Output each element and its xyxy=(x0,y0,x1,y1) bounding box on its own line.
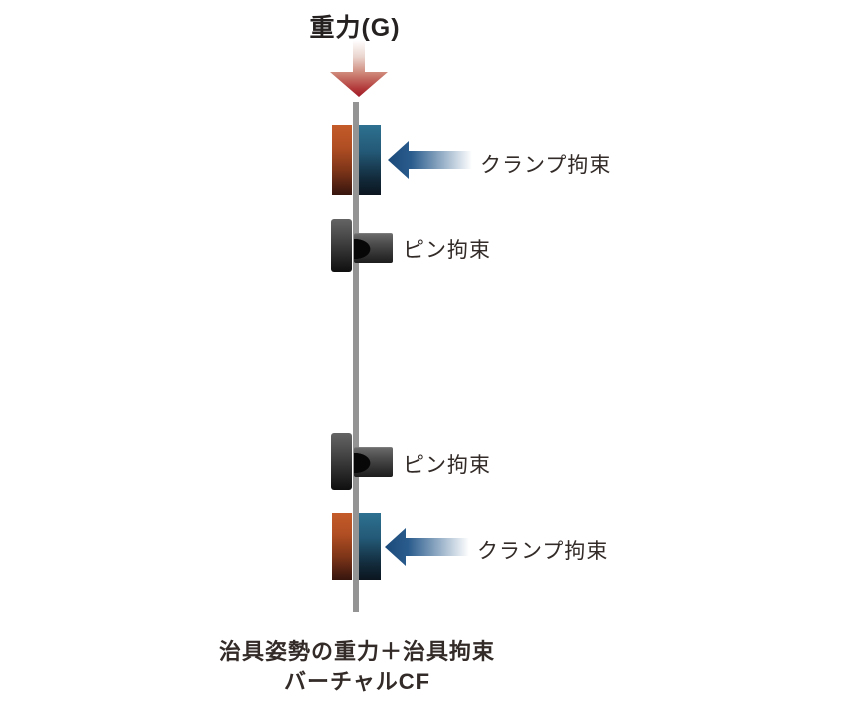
caption-line-1: 治具姿勢の重力＋治具拘束 xyxy=(218,639,495,664)
clamp-arrow-icon xyxy=(388,141,472,179)
pin-block-body xyxy=(331,219,352,272)
gravity-arrow-icon xyxy=(330,40,388,97)
caption: 治具姿勢の重力＋治具拘束 バーチャルCF xyxy=(177,637,537,697)
caption-line-2: バーチャルCF xyxy=(283,669,431,694)
clamp-constraint-label: クランプ拘束 xyxy=(477,540,609,563)
clamp-block-right xyxy=(357,125,381,195)
clamp-constraint-label: クランプ拘束 xyxy=(480,154,612,177)
clamp-arrow-icon xyxy=(385,528,469,566)
beam-line xyxy=(353,102,359,612)
pin-block-body xyxy=(331,433,352,490)
clamp-block-left xyxy=(332,513,352,580)
pin-block-head xyxy=(354,447,393,477)
pin-block-head xyxy=(354,233,393,263)
pin-constraint-label: ピン拘束 xyxy=(403,239,491,262)
clamp-block-right xyxy=(357,513,381,580)
clamp-block-left xyxy=(332,125,352,195)
pin-constraint-label: ピン拘束 xyxy=(403,454,491,477)
gravity-label: 重力(G) xyxy=(309,14,401,42)
